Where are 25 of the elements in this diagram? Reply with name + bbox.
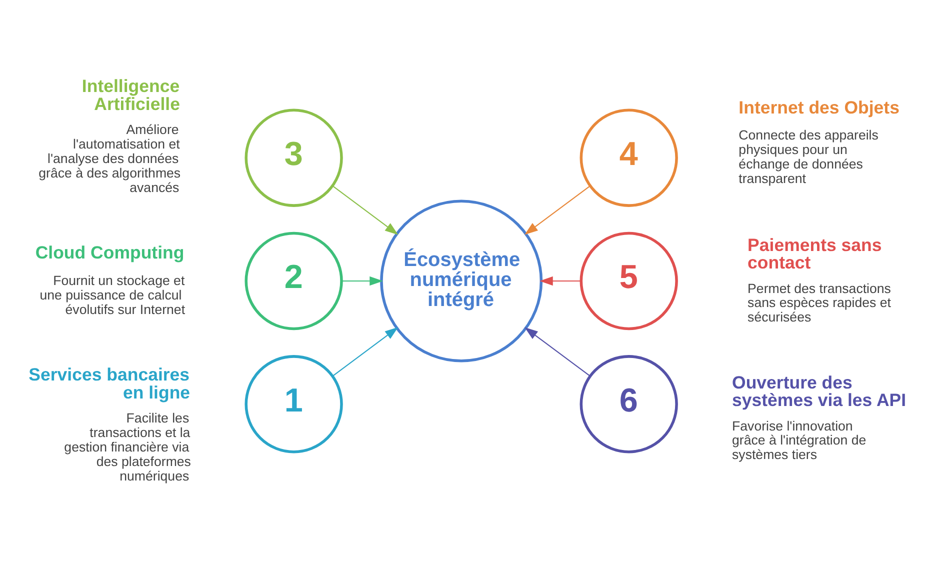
node-label: Cloud Computing <box>35 242 184 262</box>
node-label: Intelligence Artificielle <box>82 76 180 114</box>
node-circle: 5 <box>580 231 678 330</box>
arrow <box>332 185 398 234</box>
node-circle: 3 <box>244 108 343 206</box>
node-circle: Écosystème numérique intégré <box>380 199 543 362</box>
node-circle: 2 <box>244 231 343 330</box>
node-circle: 6 <box>580 354 678 453</box>
node-label: Facilite les transactions et la gestion financière via des plateformes numériques <box>64 410 191 483</box>
arrow <box>540 276 582 286</box>
node-label: Paiements sans contact <box>748 234 882 272</box>
node-circle: 1 <box>244 354 343 453</box>
node-label: Améliore l'automatisation et l'analyse des données grâce à des algorithmes avancés <box>38 122 181 194</box>
arrow <box>332 326 398 376</box>
node-label: Internet des Objets <box>738 96 900 117</box>
arrow <box>342 276 383 286</box>
arrow <box>524 184 590 234</box>
node-circle: 4 <box>580 108 678 206</box>
node-label: Favorise l'innovation grâce à l'intégration de systèmes tiers <box>732 418 866 462</box>
node-label: Connecte des appareils physiques pour un échange de données transparent <box>738 127 878 186</box>
arrow <box>524 326 590 376</box>
node-label: Fournit un stockage et une puissance de calcul évolutifs sur Internet <box>40 272 186 316</box>
node-label: Ouverture des systèmes via les API <box>732 372 906 410</box>
node-label: Permet des transactions sans espèces rapides et sécurisées <box>748 280 891 324</box>
node-label: Services bancaires en ligne <box>28 364 190 402</box>
